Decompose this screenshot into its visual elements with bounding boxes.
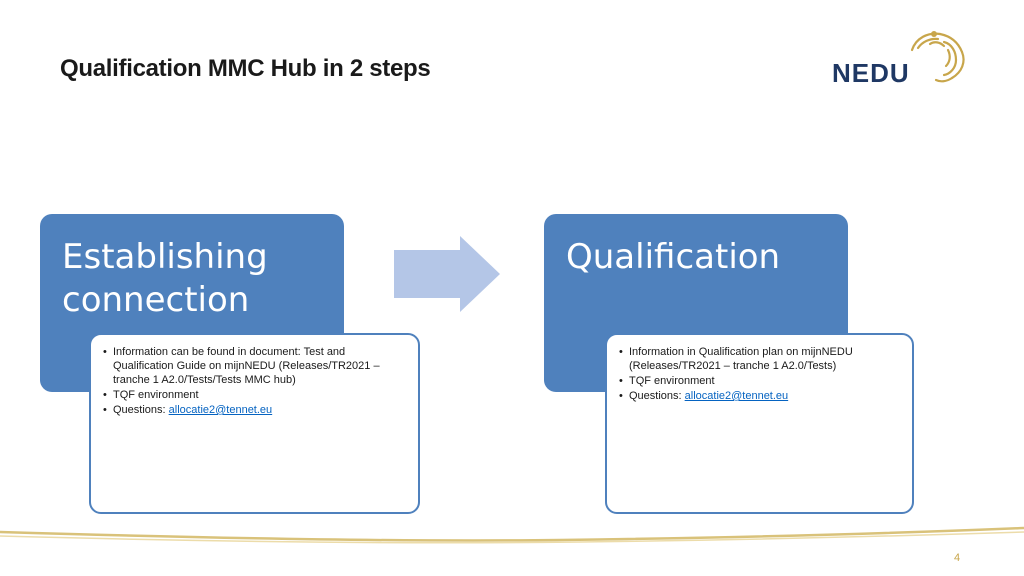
logo-emblem-icon <box>910 31 965 83</box>
info-item-questions: Questions: allocatie2@tennet.eu <box>103 403 404 417</box>
questions-label: Questions: <box>113 404 169 416</box>
info-item: Information in Qualification plan on mij… <box>619 345 898 373</box>
step-info-box: Information in Qualification plan on mij… <box>605 333 914 514</box>
email-link[interactable]: allocatie2@tennet.eu <box>684 390 789 402</box>
info-item: Information can be found in document: Te… <box>103 345 404 387</box>
email-link[interactable]: allocatie2@tennet.eu <box>168 404 273 416</box>
info-list: Information can be found in document: Te… <box>103 345 404 417</box>
info-list: Information in Qualification plan on mij… <box>619 345 898 403</box>
info-item: TQF environment <box>619 374 898 388</box>
info-item-questions: Questions: allocatie2@tennet.eu <box>619 389 898 403</box>
step-title-line: connection <box>62 280 250 320</box>
step-title-line: Qualification <box>566 237 781 277</box>
info-item: TQF environment <box>103 388 404 402</box>
logo-text: NEDU <box>832 58 910 88</box>
step-title-line: Establishing <box>62 237 268 277</box>
nedu-logo: NEDU <box>832 28 972 88</box>
step-title: Establishing connection <box>62 236 268 322</box>
slide-title: Qualification MMC Hub in 2 steps <box>60 55 431 82</box>
questions-label: Questions: <box>629 390 685 402</box>
step-title: Qualification <box>566 236 780 279</box>
footer-gold-line <box>0 526 1024 544</box>
page-number: 4 <box>954 552 961 564</box>
step-info-box: Information can be found in document: Te… <box>89 333 420 514</box>
right-arrow-icon <box>394 236 500 312</box>
